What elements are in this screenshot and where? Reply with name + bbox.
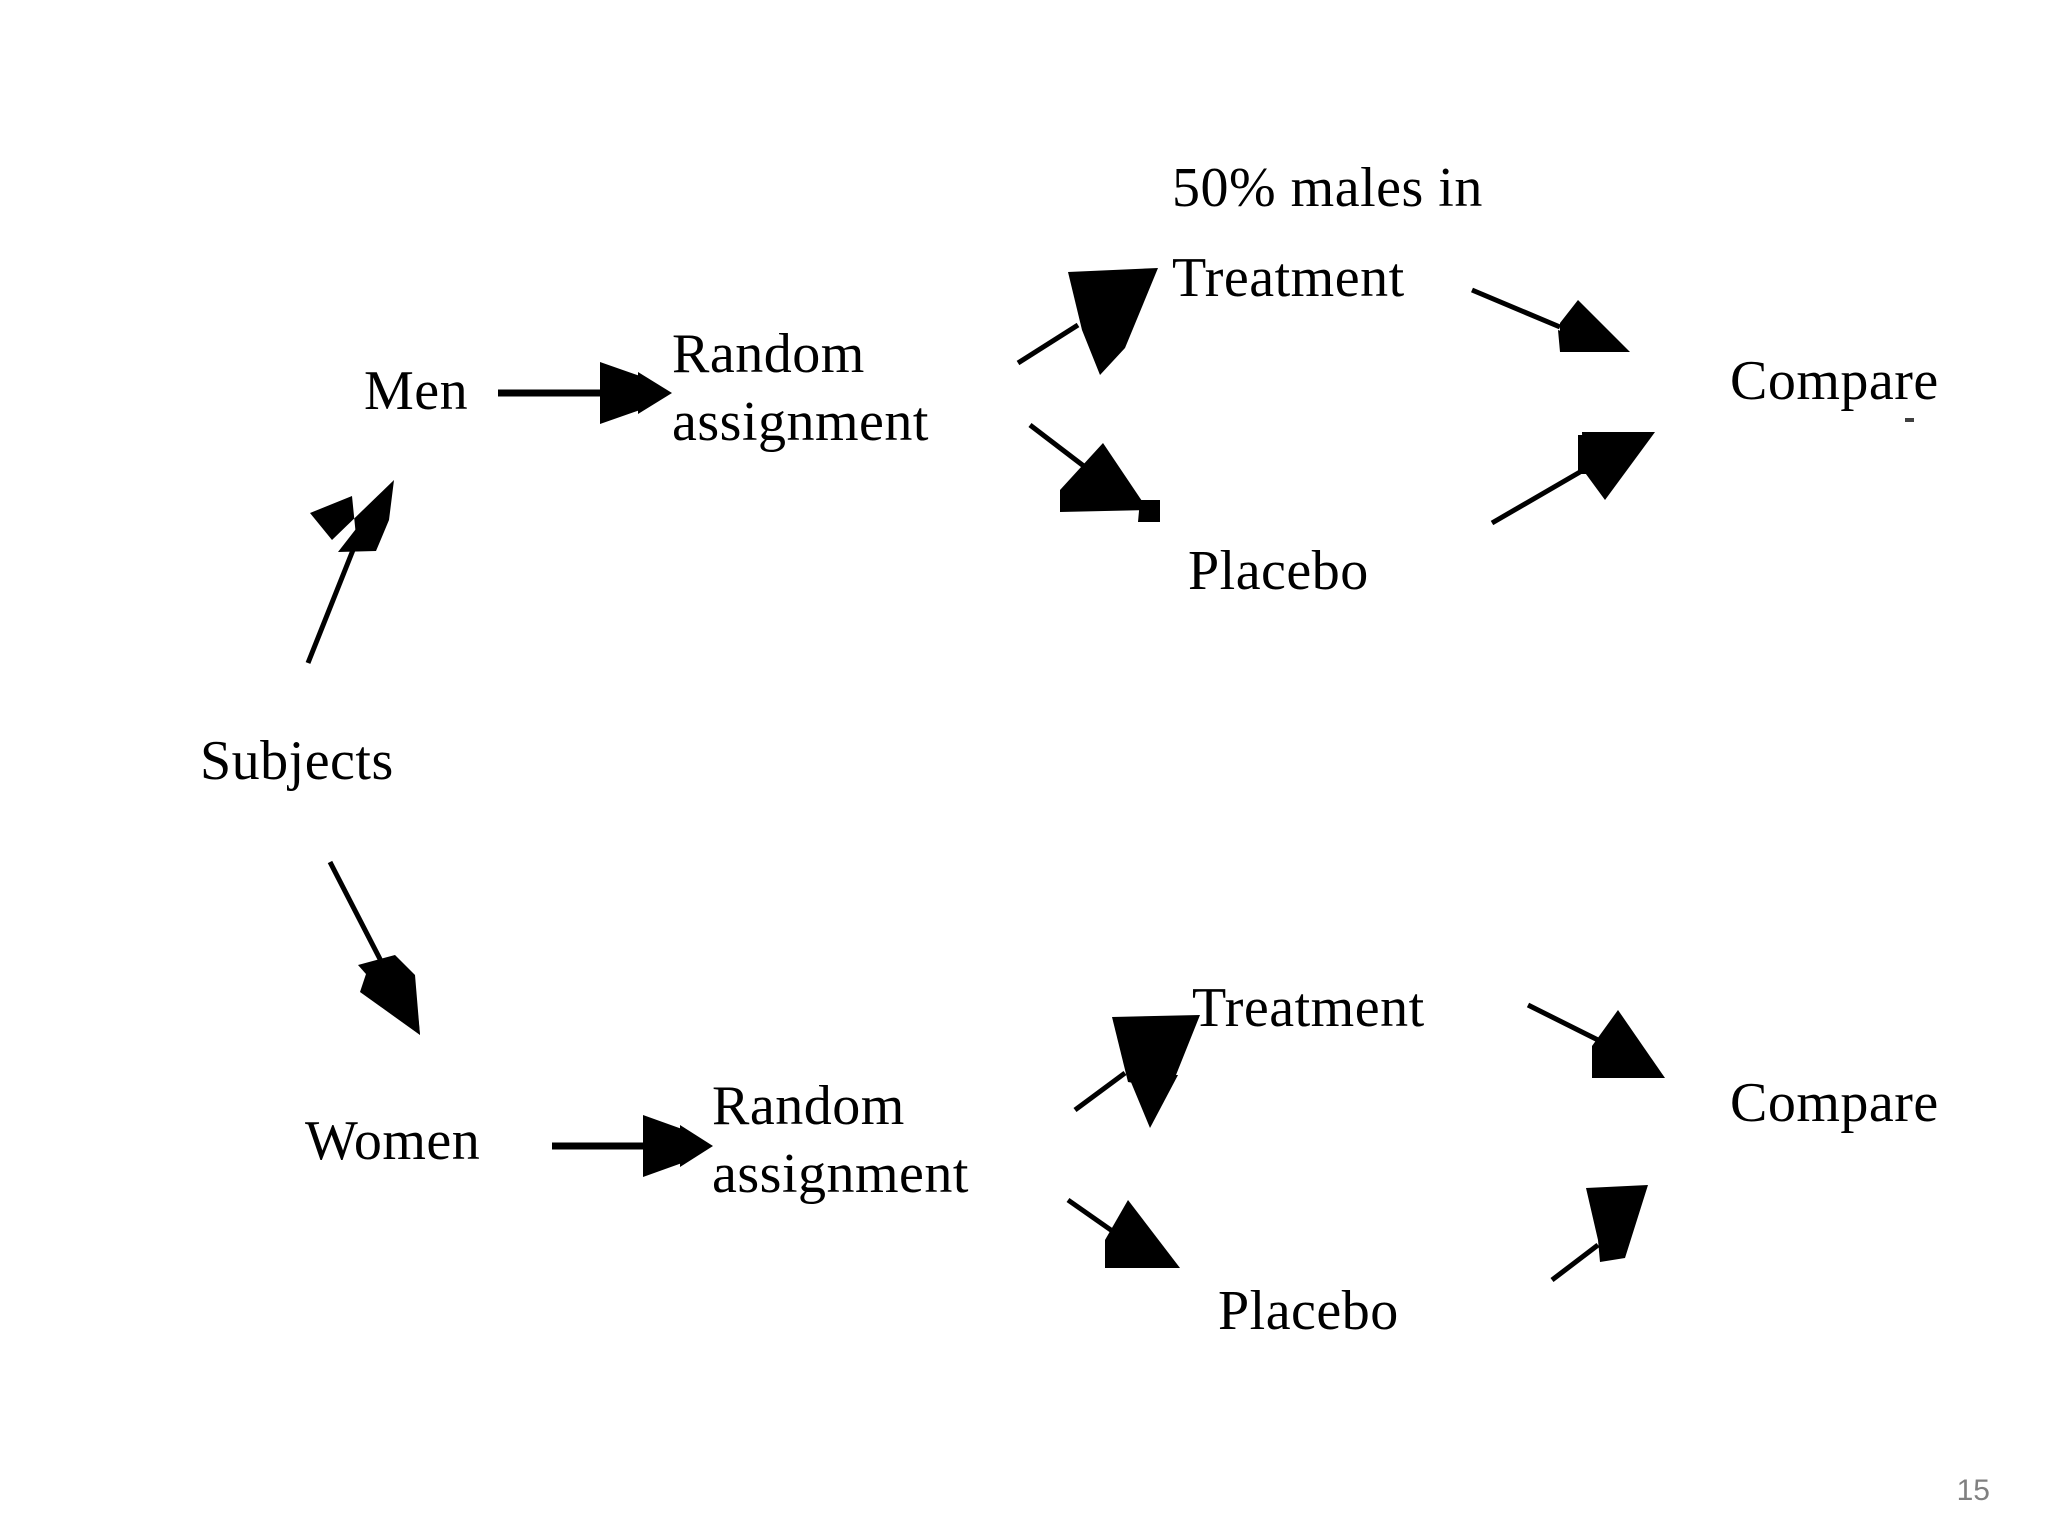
edge-men-to-random-top-icon xyxy=(498,362,672,424)
edge-random-bottom-to-treatment-icon xyxy=(1073,1015,1200,1128)
node-placebo-top: Placebo xyxy=(1188,540,1369,602)
node-placebo-bottom: Placebo xyxy=(1218,1280,1399,1342)
edge-random-top-to-placebo-icon xyxy=(1028,423,1160,522)
node-treatment-top-line1: 50% males in xyxy=(1172,157,1483,219)
node-compare-top: Compare xyxy=(1730,350,1939,412)
page-number: 15 xyxy=(1956,1474,1990,1507)
edge-placebo-bottom-to-compare-icon xyxy=(1550,1185,1648,1282)
node-subjects: Subjects xyxy=(200,730,394,792)
edge-random-bottom-to-placebo-icon xyxy=(1066,1197,1180,1268)
edge-random-top-to-treatment-icon xyxy=(1016,268,1158,375)
node-treatment-bottom: Treatment xyxy=(1192,977,1425,1039)
edge-women-to-random-bottom-icon xyxy=(552,1115,713,1177)
node-random-assignment-top: Random assignment xyxy=(672,323,929,454)
node-women: Women xyxy=(305,1110,481,1172)
edge-treatment-top-to-compare-icon xyxy=(1471,287,1630,352)
node-men: Men xyxy=(364,360,469,422)
edge-subjects-to-men-icon xyxy=(305,480,394,664)
node-random-assignment-bottom: Random assignment xyxy=(712,1075,969,1206)
edge-placebo-top-to-compare-icon xyxy=(1490,432,1655,526)
edge-subjects-to-women-icon xyxy=(327,860,420,1035)
node-compare-bottom: Compare xyxy=(1730,1072,1939,1134)
node-treatment-top-line2: Treatment xyxy=(1172,247,1405,309)
edge-treatment-bottom-to-compare-icon xyxy=(1526,1002,1665,1078)
stray-mark xyxy=(1905,418,1914,422)
